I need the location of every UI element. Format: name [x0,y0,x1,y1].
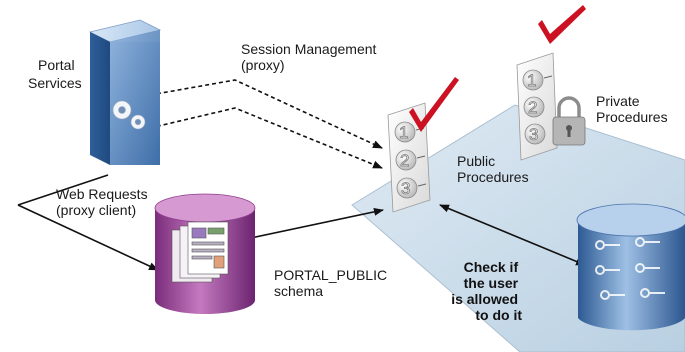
private-step-3: 3 [529,125,538,144]
check-user-label: Check if the user is allowed to do it [451,259,522,323]
key-icons [595,237,665,300]
check-user-line [439,204,586,266]
report-pages [171,221,229,283]
session-management-line-upper [149,79,383,149]
portal-public-schema-label: PORTAL_PUBLIC schema [274,267,391,299]
private-procedures-label: Private Procedures [596,93,668,125]
server-cube-icon [88,19,162,165]
private-step-1: 1 [527,71,536,90]
public-step-1: 1 [399,123,408,142]
private-procedures-doc: 1 2 3 [516,5,586,161]
public-procedures-doc: 1 2 3 [387,77,459,213]
gears-icon [112,100,146,130]
private-step-2: 2 [528,98,537,117]
session-management-label: Session Management (proxy) [241,41,380,73]
web-requests-line-down [17,204,159,271]
schema-database-icon [154,193,256,314]
portal-services-label: Portal Services [28,57,82,91]
public-procedures-label: Public Procedures [457,153,529,185]
public-step-3: 3 [401,179,410,198]
procedure-list-icon: 1 2 3 [394,121,427,199]
keys-database-icon [576,203,685,331]
padlock-icon [552,96,586,146]
web-requests-label: Web Requests (proxy client) [56,186,151,218]
checkmark-icon [409,77,459,132]
session-management-line-lower [149,107,383,169]
web-requests-line-up [17,174,109,206]
public-step-2: 2 [400,151,409,170]
checkmark-icon [538,5,586,44]
